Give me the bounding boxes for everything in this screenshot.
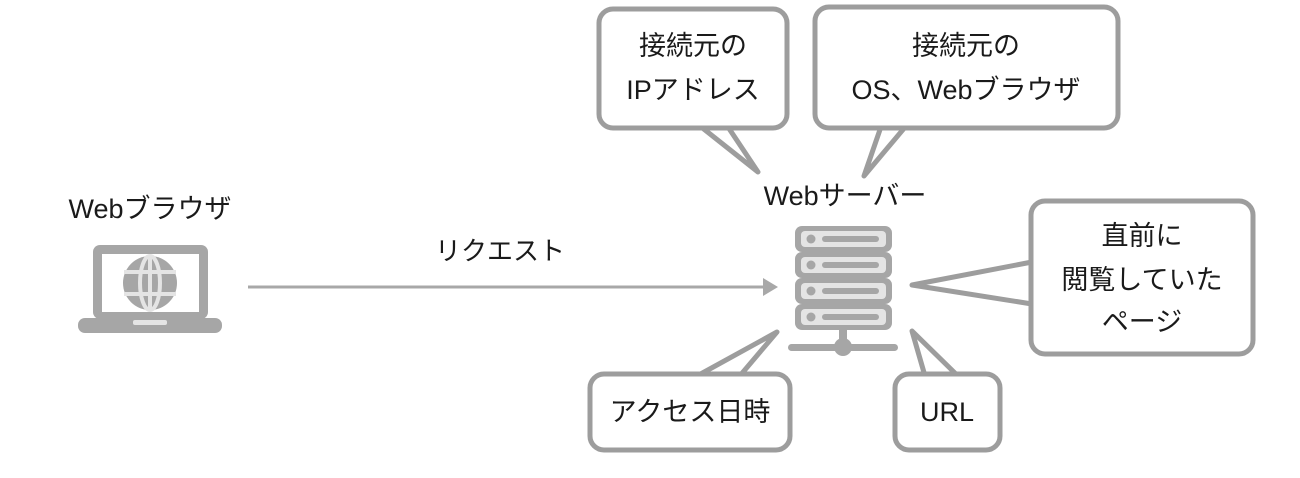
callout-access-datetime-box (587, 371, 793, 453)
callout-source-os-browser-line-0: 接続元の (912, 31, 1020, 61)
callout-source-os-browser[interactable]: 接続元の OS、Webブラウザ (812, 4, 1121, 179)
callout-source-ip-line-1: IPアドレス (626, 75, 760, 105)
callout-source-os-browser-box (812, 4, 1121, 131)
laptop-globe-icon (78, 245, 222, 333)
callout-access-datetime[interactable]: アクセス日時 (587, 329, 793, 453)
server-rack-icon (788, 226, 898, 356)
node-server[interactable]: Webサーバー (764, 181, 927, 356)
request-label: リクエスト (435, 236, 565, 266)
callout-referrer-page-tail (909, 259, 1035, 307)
callout-referrer-page-line-2: ページ (1102, 307, 1182, 337)
callout-url-box (892, 371, 1003, 453)
callout-referrer-page-line-1: 閲覧していた (1061, 265, 1222, 295)
callout-access-datetime-tail (694, 329, 780, 381)
callout-url-tail (909, 328, 963, 381)
arrow-right-icon (763, 278, 778, 296)
edge-request: リクエスト (248, 236, 778, 296)
callout-source-ip-line-0: 接続元の (639, 31, 747, 61)
callout-url-line-0: URL (920, 397, 974, 427)
callout-source-os-browser-line-1: OS、Webブラウザ (851, 75, 1080, 105)
callout-referrer-page-line-0: 直前に (1102, 221, 1183, 251)
callout-source-ip[interactable]: 接続元の IPアドレス (596, 6, 790, 175)
browser-label: Webブラウザ (68, 194, 231, 224)
callout-url[interactable]: URL (892, 328, 1003, 453)
callout-referrer-page[interactable]: 直前に 閲覧していた ページ (909, 198, 1256, 357)
server-label: Webサーバー (764, 181, 927, 211)
node-browser[interactable]: Webブラウザ (68, 194, 232, 333)
callout-access-datetime-line-0: アクセス日時 (610, 397, 771, 427)
callout-source-ip-box (596, 6, 790, 131)
callout-referrer-page-box (1028, 198, 1256, 357)
